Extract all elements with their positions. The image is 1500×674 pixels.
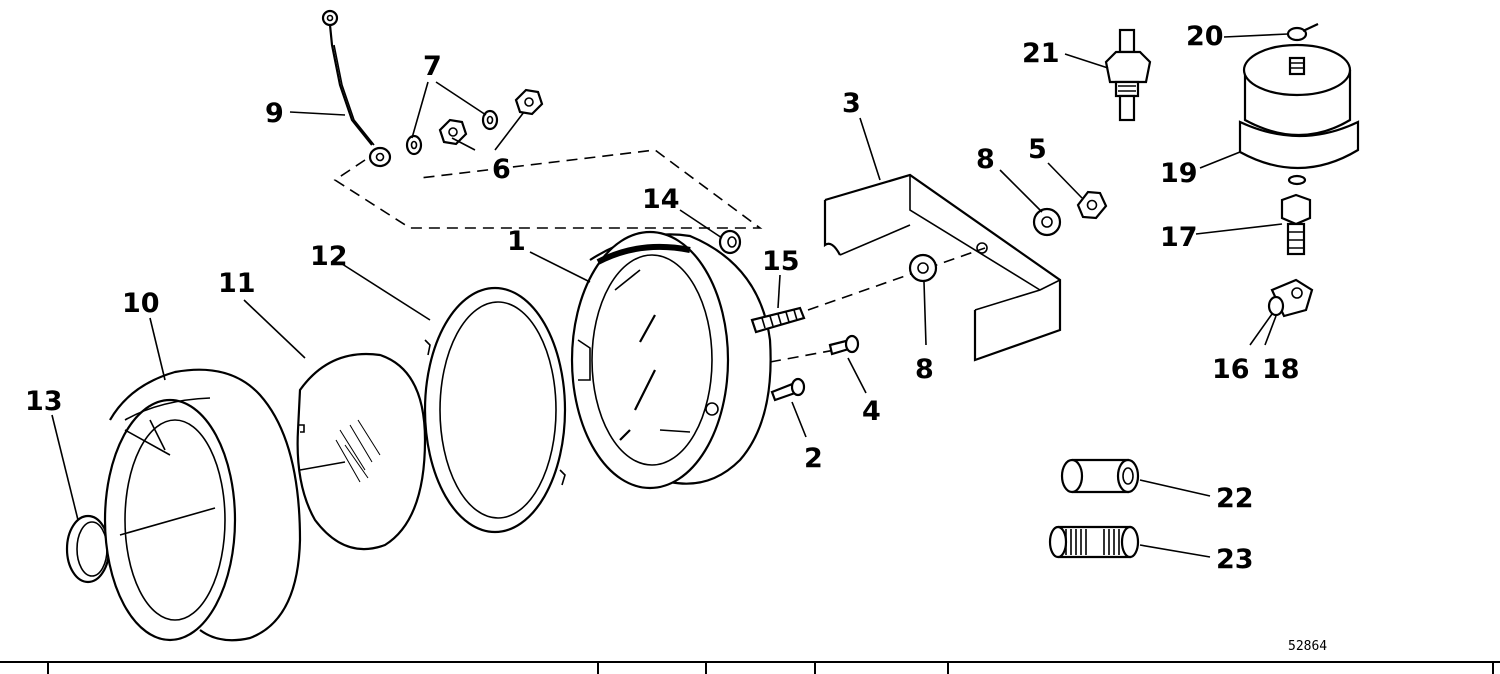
part-15-threaded-stud — [750, 306, 806, 334]
label-8-bottom: 8 — [915, 354, 934, 385]
stud-dashed-line — [807, 247, 986, 311]
part-11-lens-glass — [296, 352, 427, 551]
label-15: 15 — [762, 246, 800, 277]
part-23-threaded-nipple — [1048, 525, 1140, 559]
label-21: 21 — [1022, 38, 1060, 69]
part-14-stud-nut — [718, 229, 742, 255]
bottom-table-border — [0, 661, 1500, 674]
part-13-small-lens — [65, 514, 111, 584]
part-7-lock-washers — [405, 109, 499, 156]
part-22-coupling — [1060, 458, 1140, 494]
leader-lines — [51, 33, 1289, 558]
callout-labels: 9 7 6 3 8 5 8 14 15 1 12 11 10 13 4 2 21… — [25, 21, 1300, 575]
label-12: 12 — [310, 241, 348, 272]
label-7: 7 — [423, 51, 442, 82]
label-22: 22 — [1216, 483, 1254, 514]
label-2: 2 — [804, 443, 823, 474]
part-9-ground-wire — [321, 9, 392, 168]
screw-dashed-line — [769, 349, 836, 363]
label-10: 10 — [122, 288, 160, 319]
part-19-sender-housing — [1238, 43, 1360, 186]
wiring-dashed-line — [333, 149, 763, 229]
label-23: 23 — [1216, 544, 1254, 575]
part-16-18-elbow-fitting — [1267, 278, 1314, 318]
drawing-reference-number: 52864 — [1288, 639, 1327, 654]
part-4-screw — [828, 334, 860, 356]
part-17-fitting — [1280, 193, 1312, 256]
part-6-hex-nuts — [438, 88, 544, 146]
label-8-top: 8 — [976, 144, 995, 175]
label-9: 9 — [265, 98, 284, 129]
label-6: 6 — [492, 154, 511, 185]
label-19: 19 — [1160, 158, 1198, 189]
label-20: 20 — [1186, 21, 1224, 52]
label-17: 17 — [1160, 222, 1198, 253]
part-2-screw — [770, 377, 806, 402]
part-3-bracket — [823, 173, 1062, 362]
part-8-star-washers — [908, 207, 1062, 283]
label-1: 1 — [507, 226, 526, 257]
part-10-bezel — [103, 368, 302, 642]
part-12-gasket-ring — [423, 286, 567, 534]
label-14: 14 — [642, 184, 680, 215]
label-5: 5 — [1028, 134, 1047, 165]
part-21-temperature-sender — [1104, 28, 1152, 122]
label-13: 13 — [25, 386, 63, 417]
label-18: 18 — [1262, 354, 1300, 385]
part-20-terminal — [1286, 23, 1319, 42]
label-11: 11 — [218, 268, 256, 299]
label-16: 16 — [1212, 354, 1250, 385]
part-5-nut — [1076, 190, 1108, 220]
label-3: 3 — [842, 88, 861, 119]
part-1-gauge-body — [570, 230, 772, 490]
label-4: 4 — [862, 396, 881, 427]
